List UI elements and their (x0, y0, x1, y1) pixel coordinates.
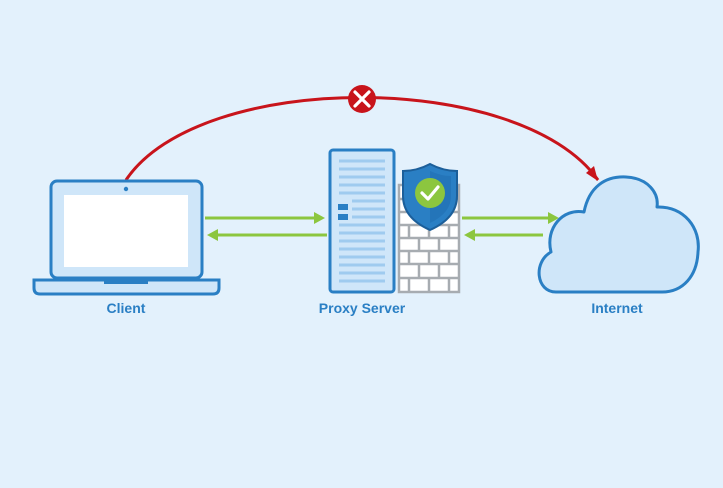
blocked-direct-connection (124, 85, 600, 181)
blocked-arc-arrowhead (586, 166, 598, 181)
proxy-server-label: Proxy Server (318, 300, 406, 316)
proxy-internet-link (462, 212, 559, 241)
blocked-x-icon (348, 85, 376, 113)
server-icon (328, 148, 396, 294)
laptop-icon (32, 179, 221, 296)
internet-label: Internet (591, 300, 643, 316)
shield-check-icon (402, 162, 458, 232)
client-label: Client (106, 300, 146, 316)
cloud-icon (537, 175, 700, 294)
client-proxy-link (205, 212, 327, 241)
